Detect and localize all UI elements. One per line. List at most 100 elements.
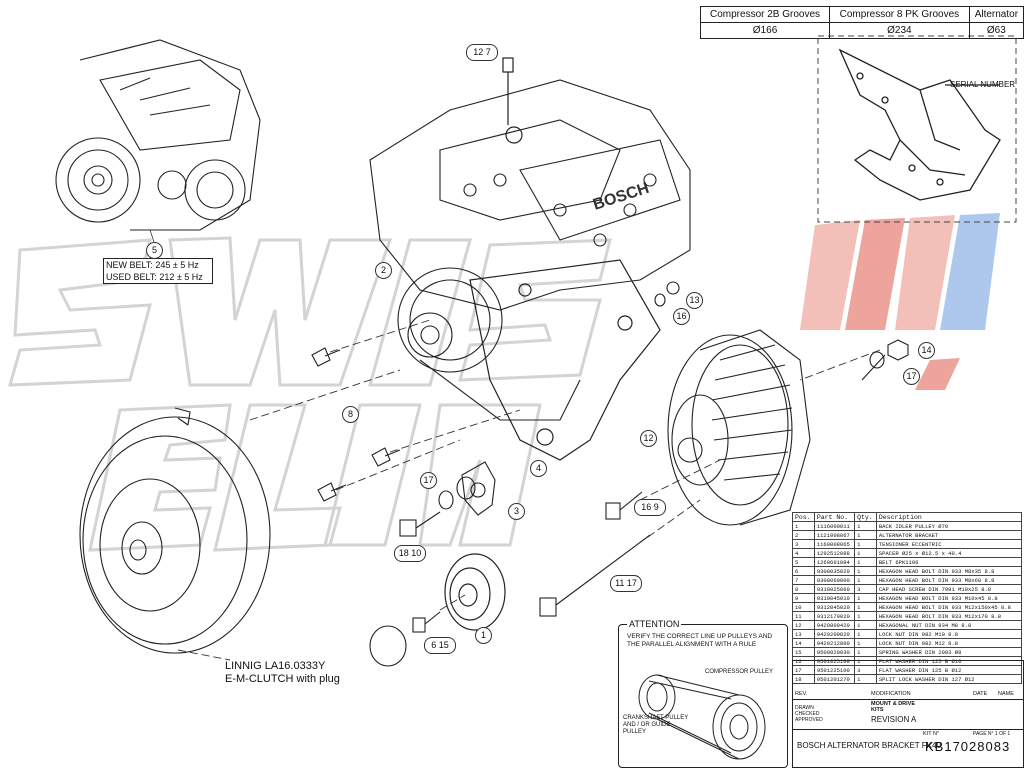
- crankshaft-pulley-label: CRANKSHAFT PULLEY AND / OR GUIDE PULLEY: [623, 715, 689, 735]
- parts-cell: 1: [854, 539, 877, 549]
- parts-cell: 1: [854, 602, 877, 612]
- clutch-description-text: E-M-CLUTCH with plug: [225, 673, 340, 685]
- page-number: PAGE N° 1 OF 1: [973, 731, 1011, 737]
- serial-number-label: SERIAL NUMBER: [950, 80, 1016, 89]
- alternator: [667, 329, 811, 526]
- parts-cell: 6: [792, 566, 815, 576]
- tensioner-eccentric: [461, 461, 496, 516]
- callout-3: 3: [508, 503, 525, 520]
- callout-5: 5: [146, 242, 163, 259]
- belt-frequency-box: NEW BELT: 245 ± 5 Hz USED BELT: 212 ± 5 …: [103, 258, 213, 284]
- parts-cell: 9308060000: [813, 575, 856, 585]
- parts-cell: CAP HEAD SCREW DIN 7991 M10x25 8.8: [875, 584, 1023, 594]
- clutch-pulley: [79, 407, 271, 654]
- parts-cell: 1292512088: [813, 548, 856, 558]
- clutch-label: LINNIG LA16.0333Y E-M-CLUTCH with plug: [225, 660, 340, 686]
- parts-cell: 9310045010: [813, 593, 856, 603]
- engine-assembled-view: [55, 39, 261, 231]
- watermark-color-block: [800, 213, 1000, 390]
- parts-cell: 14: [792, 638, 815, 648]
- parts-cell: 15: [792, 647, 815, 657]
- parts-cell: 9312045020: [813, 602, 856, 612]
- cover-cap: [369, 625, 407, 667]
- belt-new-text: NEW BELT: 245 ± 5 Hz: [106, 260, 199, 270]
- parts-cell: 1260601084: [813, 557, 856, 567]
- parts-cell: BACK IDLER PULLEY Ø70: [875, 521, 1023, 531]
- callout-13: 13: [686, 292, 703, 309]
- parts-cell: 10: [792, 602, 815, 612]
- pulley-value: Ø63: [968, 22, 1024, 39]
- compressor-body: BOSCH: [369, 79, 691, 421]
- name-label: NAME: [998, 691, 1014, 697]
- checked-label: CHECKED: [795, 711, 820, 717]
- callout-12: 12: [640, 430, 657, 447]
- parts-cell: 7: [792, 575, 815, 585]
- pulley-table-header-row: Compressor 2B Grooves Compressor 8 PK Gr…: [699, 6, 1024, 23]
- parts-cell: 9312170020: [813, 611, 856, 621]
- revision-label: REVISION A: [871, 715, 917, 724]
- approval-labels: DRAWN CHECKED APPROVED: [795, 705, 823, 723]
- parts-cell: 1: [792, 521, 815, 531]
- pulley-table-value-row: Ø166 Ø234 Ø63: [699, 22, 1024, 39]
- pulley-diameter-table: Compressor 2B Grooves Compressor 8 PK Gr…: [699, 6, 1024, 39]
- clutch-model-text: LINNIG LA16.0333Y: [225, 660, 326, 672]
- parts-cell: 11: [792, 611, 815, 621]
- parts-cell: 1: [854, 557, 877, 567]
- pulley-header: Compressor 2B Grooves: [699, 6, 831, 23]
- callout-14: 14: [918, 342, 935, 359]
- kit-no-label: KIT N°: [923, 731, 940, 737]
- callout-16-9: 16 9: [634, 499, 666, 516]
- parts-cell: HEXAGON HEAD BOLT DIN 933 M8x60 8.8: [875, 575, 1023, 585]
- parts-header-row: Pos. Part No. Qty. Description: [792, 512, 1023, 522]
- parts-cell: 1: [854, 647, 877, 657]
- kit-number: KB17028083: [925, 739, 1011, 754]
- parts-cell: 12: [792, 620, 815, 630]
- parts-cell: LOCK NUT DIN 982 M12 8.8: [875, 638, 1023, 648]
- parts-cell: 1: [854, 521, 877, 531]
- parts-cell: 9420209820: [813, 629, 856, 639]
- attention-title: ATTENTION: [627, 619, 682, 629]
- callout-17: 17: [420, 472, 437, 489]
- watermark: [7, 236, 612, 552]
- parts-cell: 13: [792, 629, 815, 639]
- parts-cell: 1: [854, 611, 877, 621]
- parts-cell: TENSIONER ECCENTRIC: [875, 539, 1023, 549]
- parts-cell: HEXAGON HEAD BOLT DIN 933 M10x45 8.8: [875, 593, 1023, 603]
- parts-cell: 1: [854, 638, 877, 648]
- drawn-label: DRAWN: [795, 705, 814, 711]
- parts-cell: SPRING WASHER DIN 2093 Ø8: [875, 647, 1023, 657]
- parts-cell: HEXAGONAL NUT DIN 934 M8 8.8: [875, 620, 1023, 630]
- parts-cell: 1: [854, 548, 877, 558]
- parts-cell: 3: [792, 539, 815, 549]
- parts-cell: SPACER Ø25 x Ø12.5 x 40.4: [875, 548, 1023, 558]
- parts-cell: 9420809420: [813, 620, 856, 630]
- parts-cell: 1: [854, 566, 877, 576]
- bolt-vertical: [502, 57, 523, 144]
- parts-cell: 9420212800: [813, 638, 856, 648]
- parts-cell: SPLIT LOCK WASHER DIN 127 Ø12: [875, 674, 1023, 684]
- date-label: DATE: [973, 691, 988, 697]
- parts-header: Description: [875, 512, 1023, 522]
- parts-cell: ALTERNATOR BRACKET: [875, 530, 1023, 540]
- rev-label: REV.: [795, 691, 808, 697]
- callout-12-7: 12 7: [466, 44, 498, 61]
- parts-cell: LOCK NUT DIN 982 M10 8.8: [875, 629, 1023, 639]
- parts-cell: 1: [854, 530, 877, 540]
- assembly-lines: [177, 319, 881, 661]
- bosch-logo-text: BOSCH: [591, 180, 651, 214]
- parts-cell: 9500820930: [813, 647, 856, 657]
- drawing-title: BOSCH ALTERNATOR BRACKET FK40: [797, 741, 941, 750]
- parts-cell: 9: [792, 593, 815, 603]
- parts-cell: 3: [854, 584, 877, 594]
